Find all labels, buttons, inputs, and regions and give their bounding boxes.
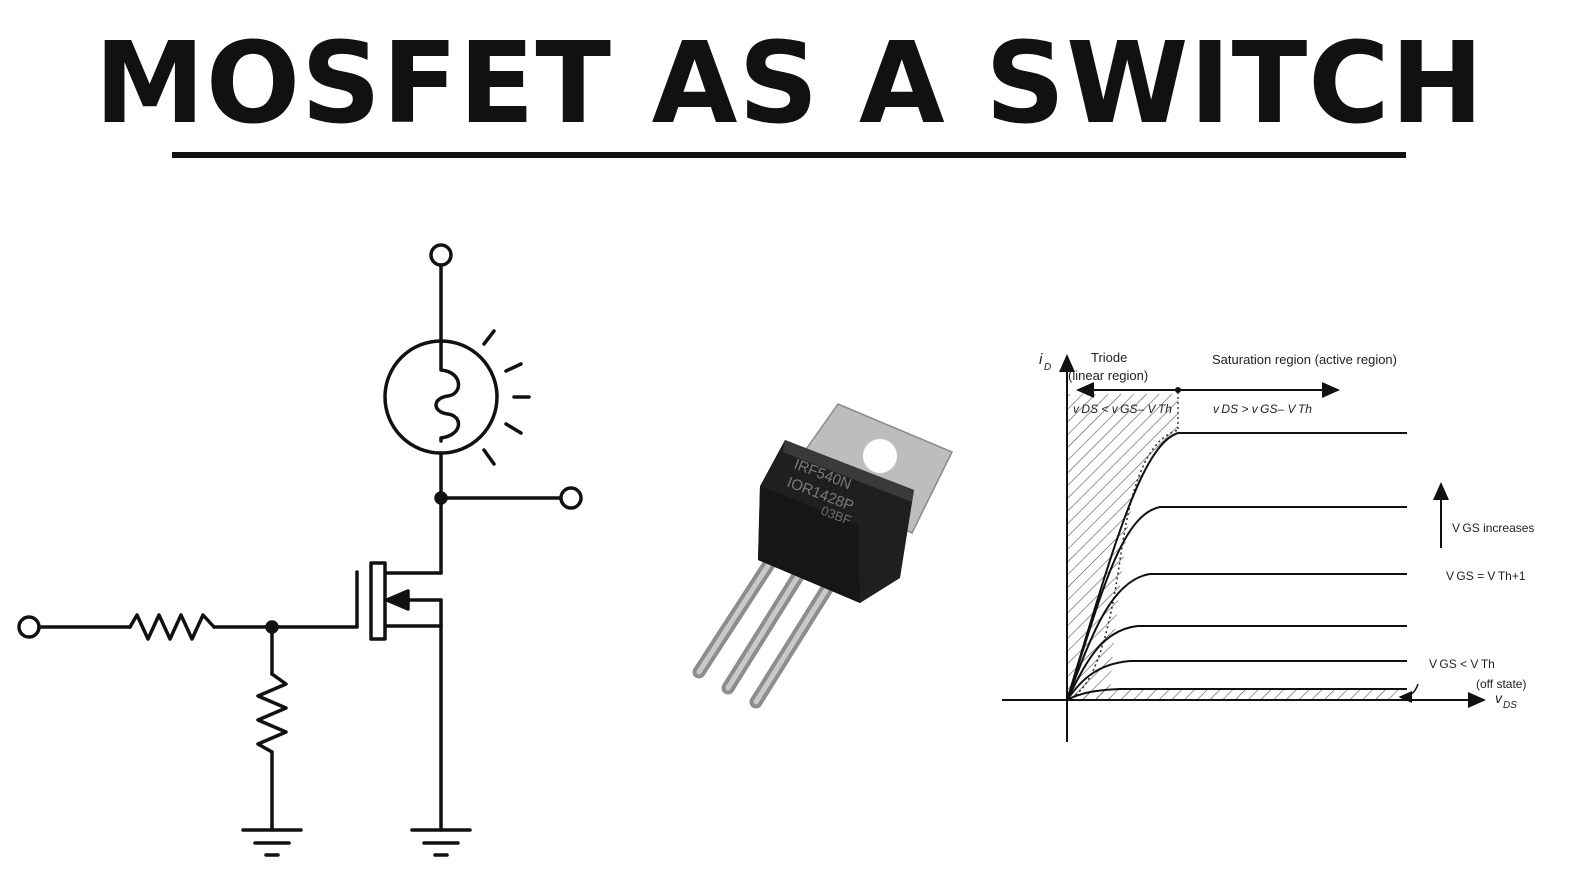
- triode-title: Triode: [1091, 350, 1127, 365]
- series-resistor: [128, 613, 216, 641]
- triode-condition: v DS < v GS– V Th: [1073, 402, 1172, 416]
- lamp-icon: [383, 329, 531, 466]
- switch-circuit: [17, 243, 583, 857]
- triode-region-hatch: [1067, 394, 1178, 700]
- off-state-label: (off state): [1476, 677, 1526, 691]
- package-mounting-hole: [863, 439, 897, 473]
- output-characteristics-graph: i D v DS Triode (linear region) Saturati…: [1002, 350, 1534, 742]
- curve-off-state: [1066, 688, 1407, 701]
- ground-icon: [410, 828, 472, 857]
- input-terminal: [17, 615, 41, 639]
- mosfet-package-image: IRF540N IOR1428P 03BF: [692, 403, 954, 709]
- curve-vgs-5: [1066, 660, 1407, 701]
- vgs-threshold-plus-one-label: V GS = V Th+1: [1446, 569, 1526, 583]
- y-axis-sub: D: [1044, 362, 1051, 373]
- off-state-pointer: [1398, 683, 1419, 703]
- output-terminal: [559, 486, 583, 510]
- saturation-condition: v DS > v GS– V Th: [1213, 402, 1312, 416]
- curve-vgs-3: [1066, 573, 1407, 701]
- off-state-hatch: [1067, 689, 1407, 700]
- supply-terminal: [429, 243, 453, 267]
- ground-icon: [241, 828, 303, 857]
- vgs-increases-label: V GS increases: [1452, 521, 1534, 535]
- pulldown-resistor: [256, 672, 288, 754]
- curve-vgs-2: [1066, 506, 1407, 701]
- title-underline: [172, 152, 1406, 158]
- page-title: MOSFET AS A SWITCH: [94, 19, 1485, 149]
- x-axis-label: v: [1495, 690, 1503, 706]
- curve-vgs-4: [1066, 625, 1407, 701]
- saturation-title: Saturation region (active region): [1212, 352, 1397, 367]
- vgs-below-threshold-label: V GS < V Th: [1429, 657, 1495, 671]
- mosfet-symbol: [355, 561, 443, 641]
- x-axis-sub: DS: [1503, 700, 1517, 711]
- id-vds-curves: [1066, 432, 1407, 701]
- triode-subtitle: (linear region): [1068, 368, 1148, 383]
- y-axis-label: i: [1039, 351, 1043, 368]
